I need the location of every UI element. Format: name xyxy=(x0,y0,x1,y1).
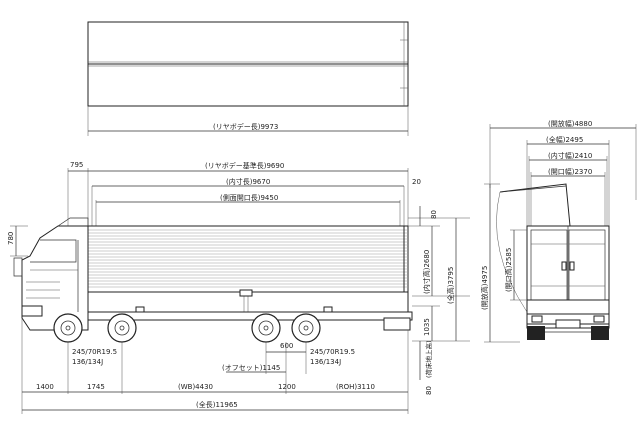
dim-1745-label: 1745 xyxy=(87,383,105,391)
roof-80-label: 80 xyxy=(430,210,438,219)
dim-1200-label: 1200 xyxy=(278,383,296,391)
overall-height-label: (全高)3795 xyxy=(446,267,455,304)
floor-height-label: (荷床地上高) xyxy=(424,340,433,378)
door-width-label: (開口幅)2370 xyxy=(548,167,592,176)
front-tire-size-label: 245/70R19.5 xyxy=(72,348,117,356)
inner-height-label: (内寸高)2680 xyxy=(422,250,431,294)
front-wheel xyxy=(53,313,83,343)
floor-1035-label: 1035 xyxy=(423,318,431,336)
side-open-length-label: (側面開口長)9450 xyxy=(220,193,278,202)
side-view: 795 (リヤボデー基準長)9690 (内寸長)9670 20 (側面開口長)9… xyxy=(7,161,470,414)
dim-1400-label: 1400 xyxy=(36,383,54,391)
open-width-label: (開放幅)4880 xyxy=(548,119,592,128)
rear-20-label: 20 xyxy=(412,178,421,186)
side-body-base-length-label: (リヤボデー基準長)9690 xyxy=(205,161,284,170)
rear-wheel-1 xyxy=(251,313,281,343)
overall-length-label: (全長)11965 xyxy=(196,400,238,409)
roh-label: (ROH)3110 xyxy=(336,383,375,391)
front-overhang-label: 795 xyxy=(70,161,83,169)
cargo-body-ribs xyxy=(88,229,408,288)
second-front-wheel xyxy=(107,313,137,343)
door-height-label: (開口高)2585 xyxy=(504,248,513,292)
front-tire-load-label: 136/134J xyxy=(72,358,103,366)
dim-600-label: 600 xyxy=(280,342,293,350)
top-body-length-label: (リヤボデー長)9973 xyxy=(213,122,278,131)
open-height-label: (開放高)4975 xyxy=(480,266,489,310)
rear-view: (開放幅)4880 (全幅)2495 (内寸幅)2410 (開口幅)2370 xyxy=(480,119,637,343)
offset-label: (オフセット)1145 xyxy=(222,364,280,372)
rear-wheel-2 xyxy=(291,313,321,343)
top-view: (リヤボデー長)9973 xyxy=(87,21,409,136)
rear-tire-size-label: 245/70R19.5 xyxy=(310,348,355,356)
rear-tire-load-label: 136/134J xyxy=(310,358,341,366)
cab-height-label: 780 xyxy=(7,232,15,245)
floor-80-label: 80 xyxy=(425,386,433,395)
rear-right-tires xyxy=(591,326,609,340)
wheelbase-label: (WB)4430 xyxy=(178,383,213,391)
open-wing-left xyxy=(499,183,571,227)
rear-left-tires xyxy=(527,326,545,340)
inner-length-label: (内寸長)9670 xyxy=(226,177,270,186)
inner-width-label: (内寸幅)2410 xyxy=(548,151,592,160)
overall-width-label: (全幅)2495 xyxy=(546,135,583,144)
wing-swing-arc xyxy=(496,191,528,313)
